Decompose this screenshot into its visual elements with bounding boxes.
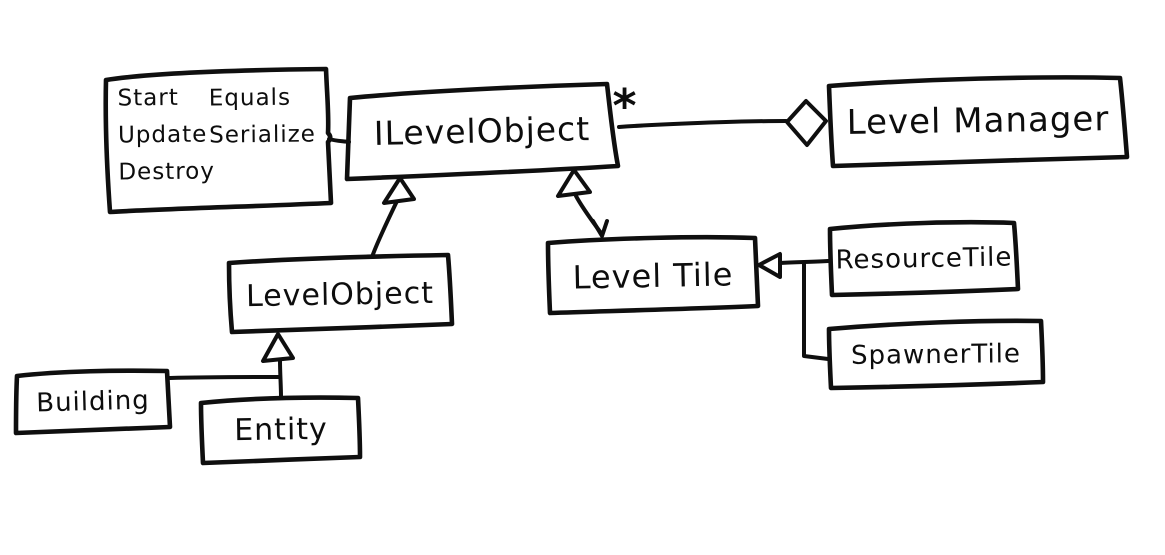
resourcetile-box bbox=[827, 219, 1021, 298]
leveltile-box bbox=[545, 234, 761, 316]
node-label-building: Building bbox=[35, 385, 151, 419]
spawnertile-branch-line bbox=[801, 261, 830, 361]
levelmanager-box bbox=[826, 75, 1130, 169]
leveltile-inheritance-triangle-icon bbox=[556, 168, 592, 198]
levelobject-inheritance-triangle-icon bbox=[382, 176, 416, 205]
method-label: Serialize bbox=[209, 121, 317, 149]
leveltile-right-triangle-icon bbox=[757, 252, 782, 279]
levelobject-inheritance-line bbox=[370, 199, 399, 259]
methods-note-right-column: Equals Serialize bbox=[209, 79, 316, 154]
aggregation-diamond-icon bbox=[785, 99, 828, 147]
ilevelobject-box bbox=[344, 81, 621, 182]
node-label-levelmanager: Level Manager bbox=[846, 99, 1110, 143]
spawnertile-box bbox=[826, 318, 1046, 391]
entity-box bbox=[198, 395, 363, 466]
methods-note-left-column: Start Update Destroy bbox=[117, 79, 215, 191]
method-label: Update bbox=[117, 121, 208, 149]
building-box bbox=[13, 368, 173, 436]
method-label: Equals bbox=[208, 84, 292, 112]
aggregation-line bbox=[617, 119, 788, 129]
leveltile-arrowhead-icon bbox=[591, 219, 609, 238]
node-label-levelobject: LevelObject bbox=[245, 275, 435, 315]
multiplicity-star: * bbox=[612, 79, 638, 133]
node-label-resourcetile: ResourceTile bbox=[835, 242, 1013, 276]
node-label-spawnertile: SpawnerTile bbox=[850, 339, 1022, 371]
entity-vertical-line bbox=[278, 359, 283, 399]
node-label-ilevelobject: ILevelObject bbox=[373, 109, 591, 153]
note-attachment-line bbox=[327, 137, 351, 144]
method-label: Start bbox=[117, 84, 179, 112]
methods-note-box bbox=[103, 66, 334, 215]
node-label-leveltile: Level Tile bbox=[572, 255, 734, 297]
building-horizontal-line bbox=[168, 375, 281, 380]
method-label: Destroy bbox=[118, 158, 216, 186]
levelobject-bottom-triangle-icon bbox=[261, 332, 295, 363]
node-label-entity: Entity bbox=[233, 411, 329, 449]
levelobject-box bbox=[226, 252, 455, 335]
